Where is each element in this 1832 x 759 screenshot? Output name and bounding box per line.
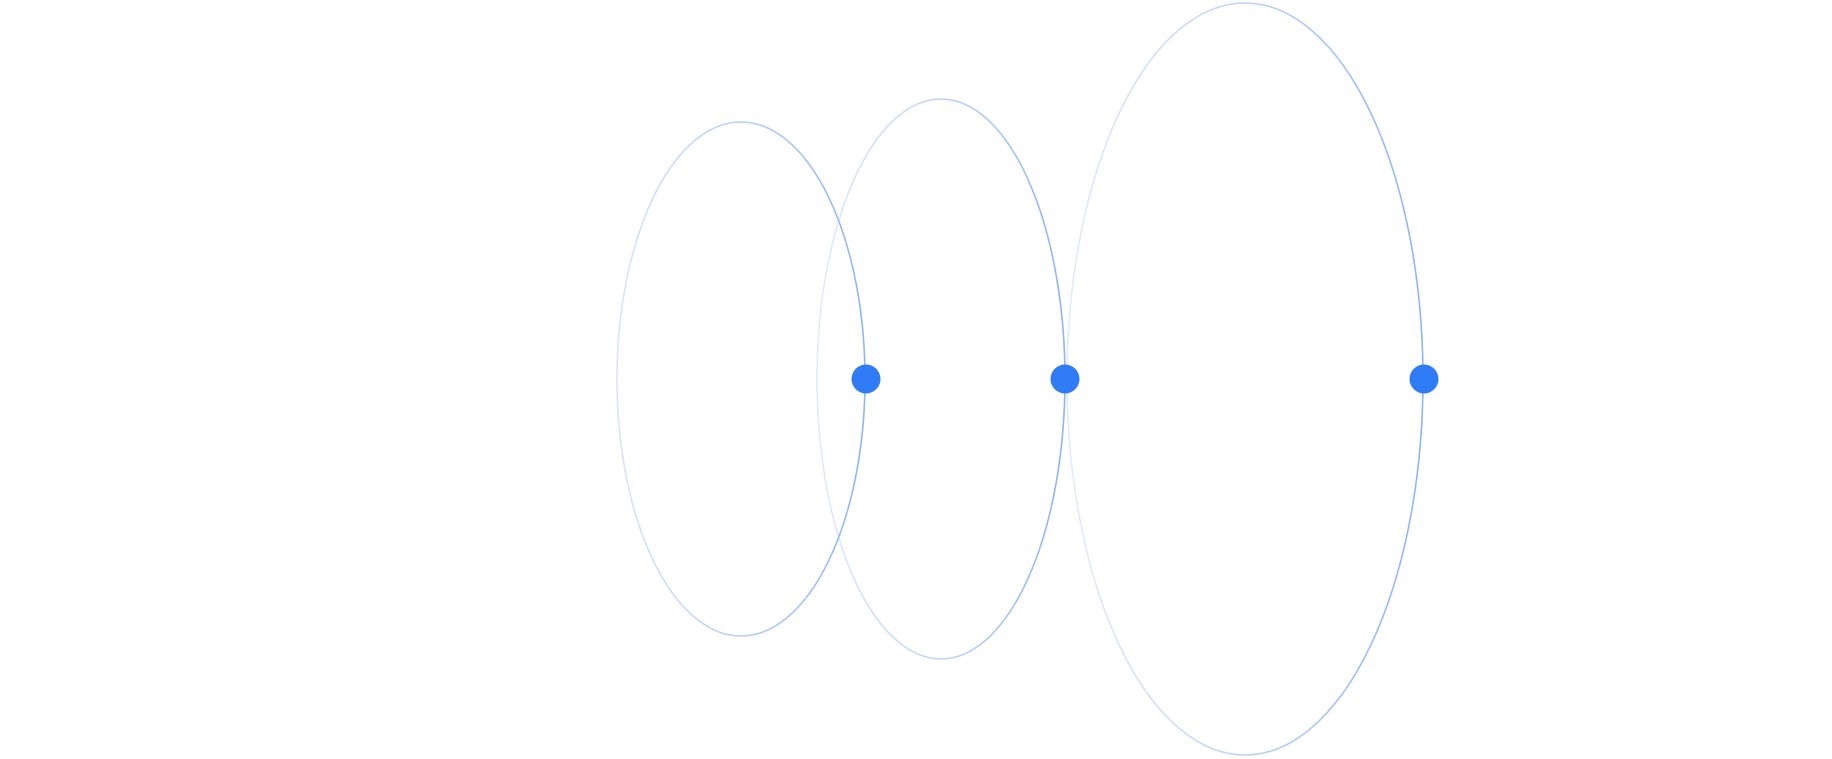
node-1 [851,364,881,394]
node-2 [1050,364,1080,394]
node-3 [1409,364,1439,394]
